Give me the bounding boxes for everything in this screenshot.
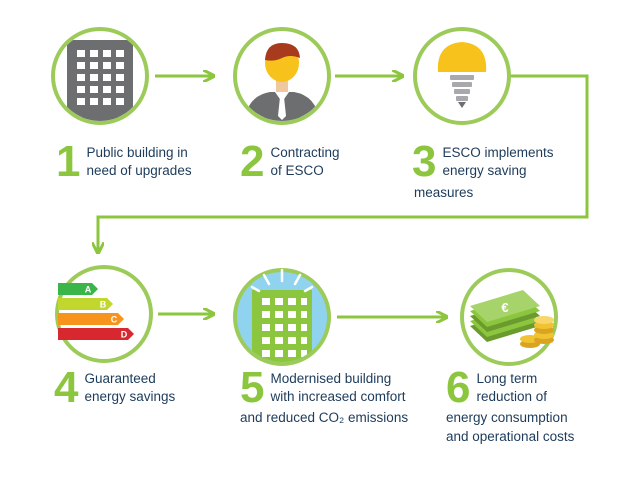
step-6-line-4: and operational costs [446,429,575,444]
step-5-line-3: and reduced CO₂ emissions [240,410,409,425]
step-2-line-1: Contracting [270,145,340,160]
step-1-text: Public building in need of upgrades [86,144,191,180]
step-5-label: 5 Modernised building with increased com… [240,363,406,412]
step-4-number: 4 [54,363,79,412]
step-1-line-1: Public building in [86,145,188,160]
step-6-number: 6 [446,363,471,412]
energy-label-icon: A B C D [55,265,153,363]
arrow-3-to-4 [98,74,589,253]
step-3-line-3: measures [414,185,474,200]
step-3-text: ESCO implements energy saving [442,144,553,180]
step-3-line-1: ESCO implements [442,145,554,160]
step-6-label: 6 Long term reduction of [446,363,547,412]
step-4-label: 4 Guaranteed energy savings [54,363,175,412]
step-2-line-2: of ESCO [270,163,324,178]
step-4-text: Guaranteed energy savings [84,370,175,406]
modern-building-icon [233,268,331,366]
energy-bar-d [58,328,134,340]
step-1-number: 1 [56,137,81,186]
step-5-text: Modernised building with increased comfo… [270,370,405,406]
step-6-text: Long term reduction of [476,370,547,406]
energy-class-b: B [100,300,107,310]
step-2-number: 2 [240,137,265,186]
step-6-line-3: energy consumption [446,410,568,425]
contractor-person-icon [233,27,331,125]
step-4-line-2: energy savings [84,389,176,404]
step-1-line-2: need of upgrades [86,163,192,178]
step-3-number: 3 [412,137,437,186]
light-bulb-icon [413,27,511,125]
energy-bar-a [58,283,98,295]
old-building-icon [51,27,149,125]
step-1-label: 1 Public building in need of upgrades [56,137,192,186]
step-3-label: 3 ESCO implements energy saving [412,137,554,186]
step-2-label: 2 Contracting of ESCO [240,137,340,186]
step-6-line-2: reduction of [476,389,548,404]
money-symbol: € [501,300,508,315]
energy-class-c: C [111,315,118,325]
energy-class-a: A [85,285,92,295]
step-5-line-2: with increased comfort [270,389,406,404]
step-2-text: Contracting of ESCO [270,144,339,180]
step-3-line-2: energy saving [442,163,527,178]
step-5-line-1: Modernised building [270,371,392,386]
energy-bar-b [58,298,113,310]
step-5-number: 5 [240,363,265,412]
money-savings-icon: € [460,268,558,366]
step-4-line-1: Guaranteed [84,371,156,386]
energy-bar-c [58,313,124,325]
energy-class-d: D [121,330,128,340]
step-6-line-1: Long term [476,371,538,386]
